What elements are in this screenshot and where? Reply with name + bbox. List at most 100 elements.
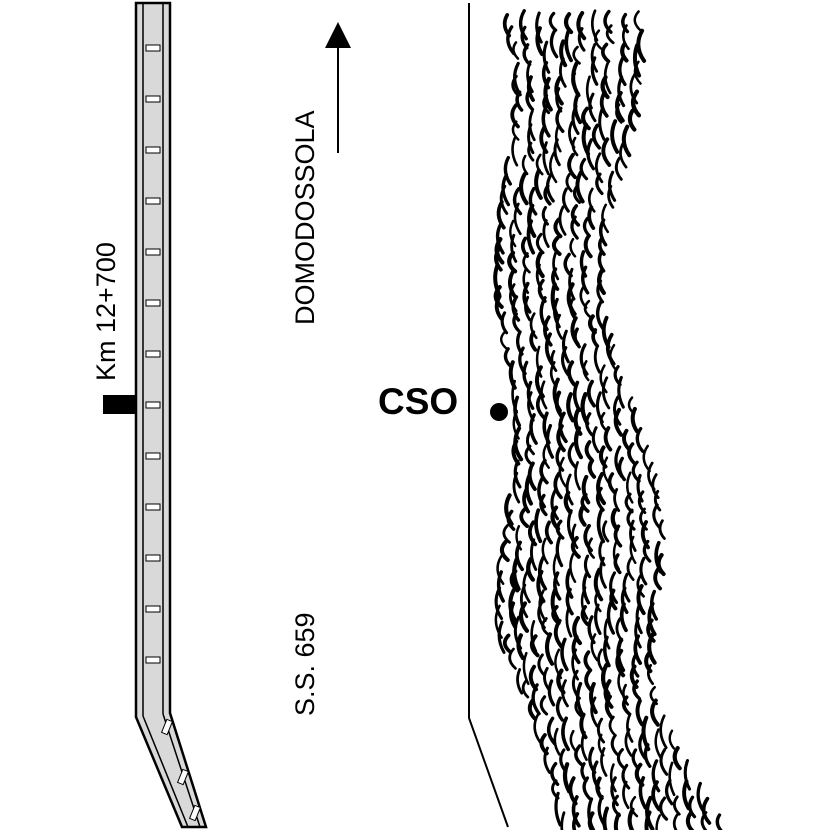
hachure-stroke: [579, 343, 589, 376]
hachure-stroke: [565, 172, 573, 193]
wall-cell: [145, 452, 161, 460]
hachure-stroke: [627, 442, 637, 466]
hachure-stroke: [556, 424, 566, 453]
hachure-stroke: [580, 605, 589, 626]
hachure-stroke: [512, 471, 521, 504]
hachure-stroke: [527, 203, 537, 238]
hachure-stroke: [606, 599, 615, 635]
hachure-stroke: [559, 57, 567, 88]
wall-cell: [160, 718, 174, 736]
hachure-stroke: [500, 331, 508, 350]
hachure-stroke: [593, 567, 604, 602]
hachure-stroke: [644, 810, 652, 830]
hachure-stroke: [668, 761, 676, 797]
hachure-stroke: [632, 679, 641, 701]
hachure-stroke: [568, 267, 576, 301]
hachure-stroke: [572, 45, 581, 65]
hachure-stroke: [543, 746, 551, 774]
hachure-stroke: [567, 152, 577, 180]
hachure-stroke: [603, 618, 611, 650]
hachure-stroke: [533, 712, 542, 744]
wall-cell: [145, 248, 161, 256]
hachure-stroke: [506, 25, 516, 56]
hachure-stroke: [553, 471, 563, 500]
hachure-stroke: [610, 733, 619, 756]
hachure-stroke: [499, 184, 509, 215]
hachure-stroke: [494, 247, 503, 272]
hachure-stroke: [591, 328, 600, 348]
hachure-stroke: [617, 456, 626, 482]
hachure-stroke: [602, 806, 609, 830]
hachure-stroke: [682, 779, 691, 811]
hachure-stroke: [573, 426, 584, 460]
hachure-stroke: [503, 155, 512, 186]
hachure-stroke: [526, 219, 536, 255]
hachure-stroke: [509, 569, 520, 593]
hachure-stroke: [576, 11, 587, 41]
hachure-stroke: [598, 236, 606, 256]
hachure-stroke: [599, 411, 608, 432]
hachure-stroke: [555, 536, 564, 568]
hachure-stroke: [520, 583, 529, 619]
hachure-stroke: [542, 219, 550, 248]
km-label: Km 12+700: [91, 242, 121, 381]
hachure-stroke: [652, 503, 661, 529]
hachure-stroke: [629, 535, 637, 564]
hachure-stroke: [616, 748, 626, 770]
hachure-stroke: [609, 763, 617, 793]
hachure-stroke: [554, 75, 564, 106]
hachure-stroke: [613, 553, 622, 575]
hachure-stroke: [600, 75, 610, 100]
hachure-stroke: [530, 634, 540, 658]
hachure-stroke: [613, 524, 623, 548]
hachure-stroke: [672, 746, 682, 771]
wall-cell: [176, 768, 190, 786]
hachure-stroke: [617, 375, 625, 409]
hachure-stroke: [603, 679, 614, 709]
hachure-stroke: [554, 390, 564, 418]
road-edge-line: [468, 3, 509, 828]
hachure-stroke: [596, 472, 606, 506]
hachure-stroke: [609, 571, 619, 605]
hachure-stroke: [630, 406, 639, 434]
hachure-stroke: [567, 360, 577, 387]
hachure-stroke: [571, 136, 579, 157]
hachure-stroke: [580, 586, 589, 620]
hachure-stroke: [590, 696, 599, 728]
hachure-stroke: [526, 380, 535, 410]
hachure-stroke: [654, 728, 662, 759]
hachure-stroke: [665, 778, 674, 806]
wall-cell: [188, 804, 202, 822]
hachure-stroke: [659, 748, 669, 776]
hachure-stroke: [535, 345, 543, 378]
hachure-stroke: [553, 727, 561, 756]
hachure-stroke: [512, 187, 523, 216]
hachure-stroke: [558, 456, 567, 488]
hachure-stroke: [496, 200, 506, 230]
hachure-stroke: [522, 488, 531, 514]
hachure-stroke: [521, 679, 530, 699]
hachure-stroke: [632, 43, 642, 78]
hachure-stroke: [522, 43, 532, 67]
hachure-stroke: [593, 344, 601, 374]
hachure-stroke: [570, 215, 579, 240]
hachure-stroke: [624, 728, 633, 757]
hachure-stroke: [534, 508, 543, 544]
hachure-stroke: [636, 28, 647, 63]
hachure-stroke: [522, 360, 531, 390]
hachure-stroke: [549, 151, 558, 184]
hachure-stroke: [638, 776, 648, 810]
road-label: S.S. 659: [290, 612, 320, 716]
hachure-stroke: [543, 76, 553, 112]
hachure-stroke: [590, 633, 599, 662]
hachure-stroke: [619, 140, 628, 169]
hachure-stroke: [626, 712, 634, 743]
hachure-stroke: [613, 395, 622, 426]
wall-cell: [145, 554, 161, 562]
hachure-stroke: [558, 205, 567, 236]
hachure-stroke: [599, 90, 609, 118]
hachure-stroke: [508, 268, 518, 300]
hachure-stroke: [552, 251, 560, 281]
hachure-stroke: [513, 202, 522, 236]
